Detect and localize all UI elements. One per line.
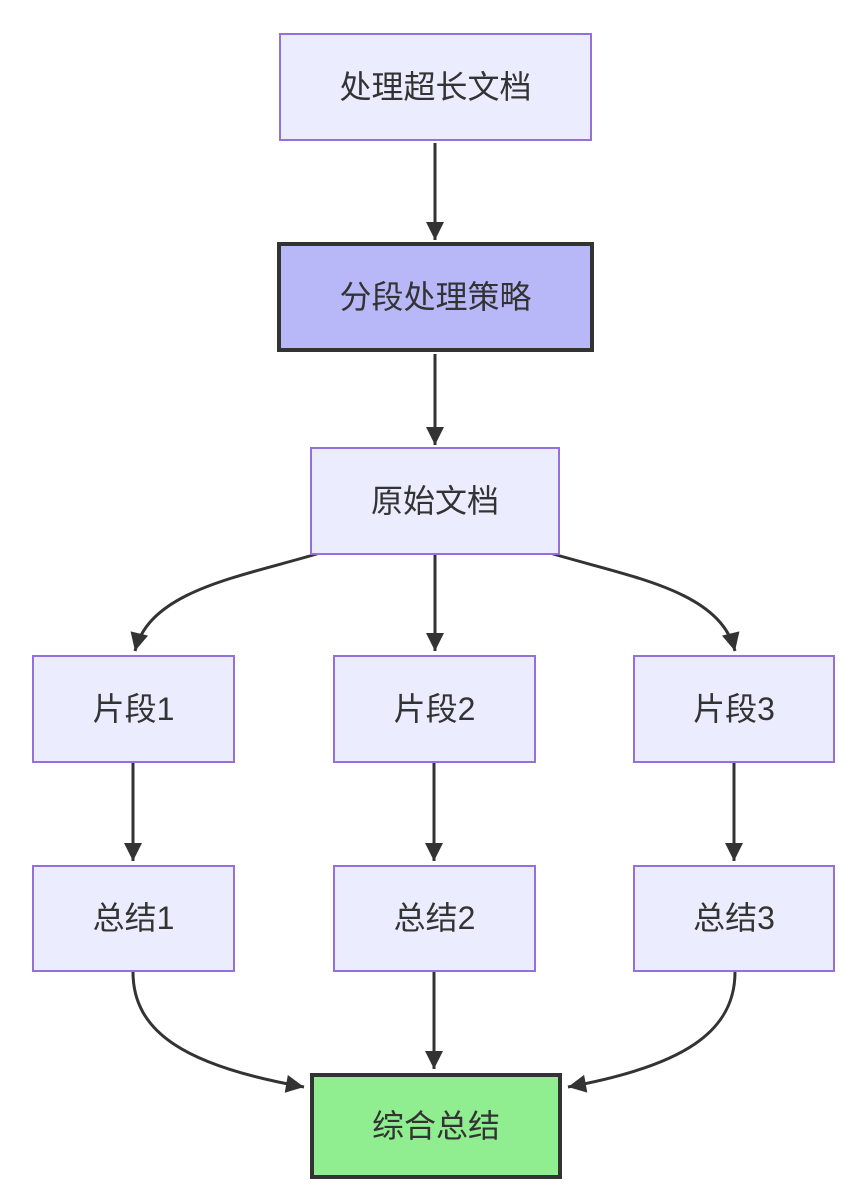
node-label: 片段3 [693, 690, 775, 727]
node-label: 总结2 [393, 900, 476, 937]
node-label: 综合总结 [371, 1107, 500, 1144]
node-label: 片段2 [393, 690, 476, 727]
edge-summary3-to-final [567, 971, 737, 1093]
edge-original-to-fragment3 [549, 551, 740, 652]
node-label: 原始文档 [370, 482, 499, 519]
node-label: 分段处理策略 [339, 278, 532, 315]
node-fragment-1: 片段1 [32, 655, 235, 763]
node-segmentation-strategy: 分段处理策略 [277, 242, 594, 352]
node-label: 总结3 [693, 900, 775, 937]
node-fragment-3: 片段3 [633, 655, 835, 763]
node-process-long-document: 处理超长文档 [279, 33, 592, 141]
node-summary-2: 总结2 [333, 865, 536, 972]
node-label: 处理超长文档 [339, 68, 532, 105]
edge-summary1-to-final [131, 971, 305, 1093]
node-label: 片段1 [92, 690, 175, 727]
node-summary-3: 总结3 [633, 865, 835, 972]
node-label: 总结1 [92, 900, 175, 937]
node-fragment-2: 片段2 [333, 655, 536, 763]
node-summary-1: 总结1 [32, 865, 235, 972]
edge-original-to-fragment1 [130, 551, 321, 652]
node-original-document: 原始文档 [310, 447, 560, 555]
node-final-summary: 综合总结 [310, 1073, 562, 1179]
